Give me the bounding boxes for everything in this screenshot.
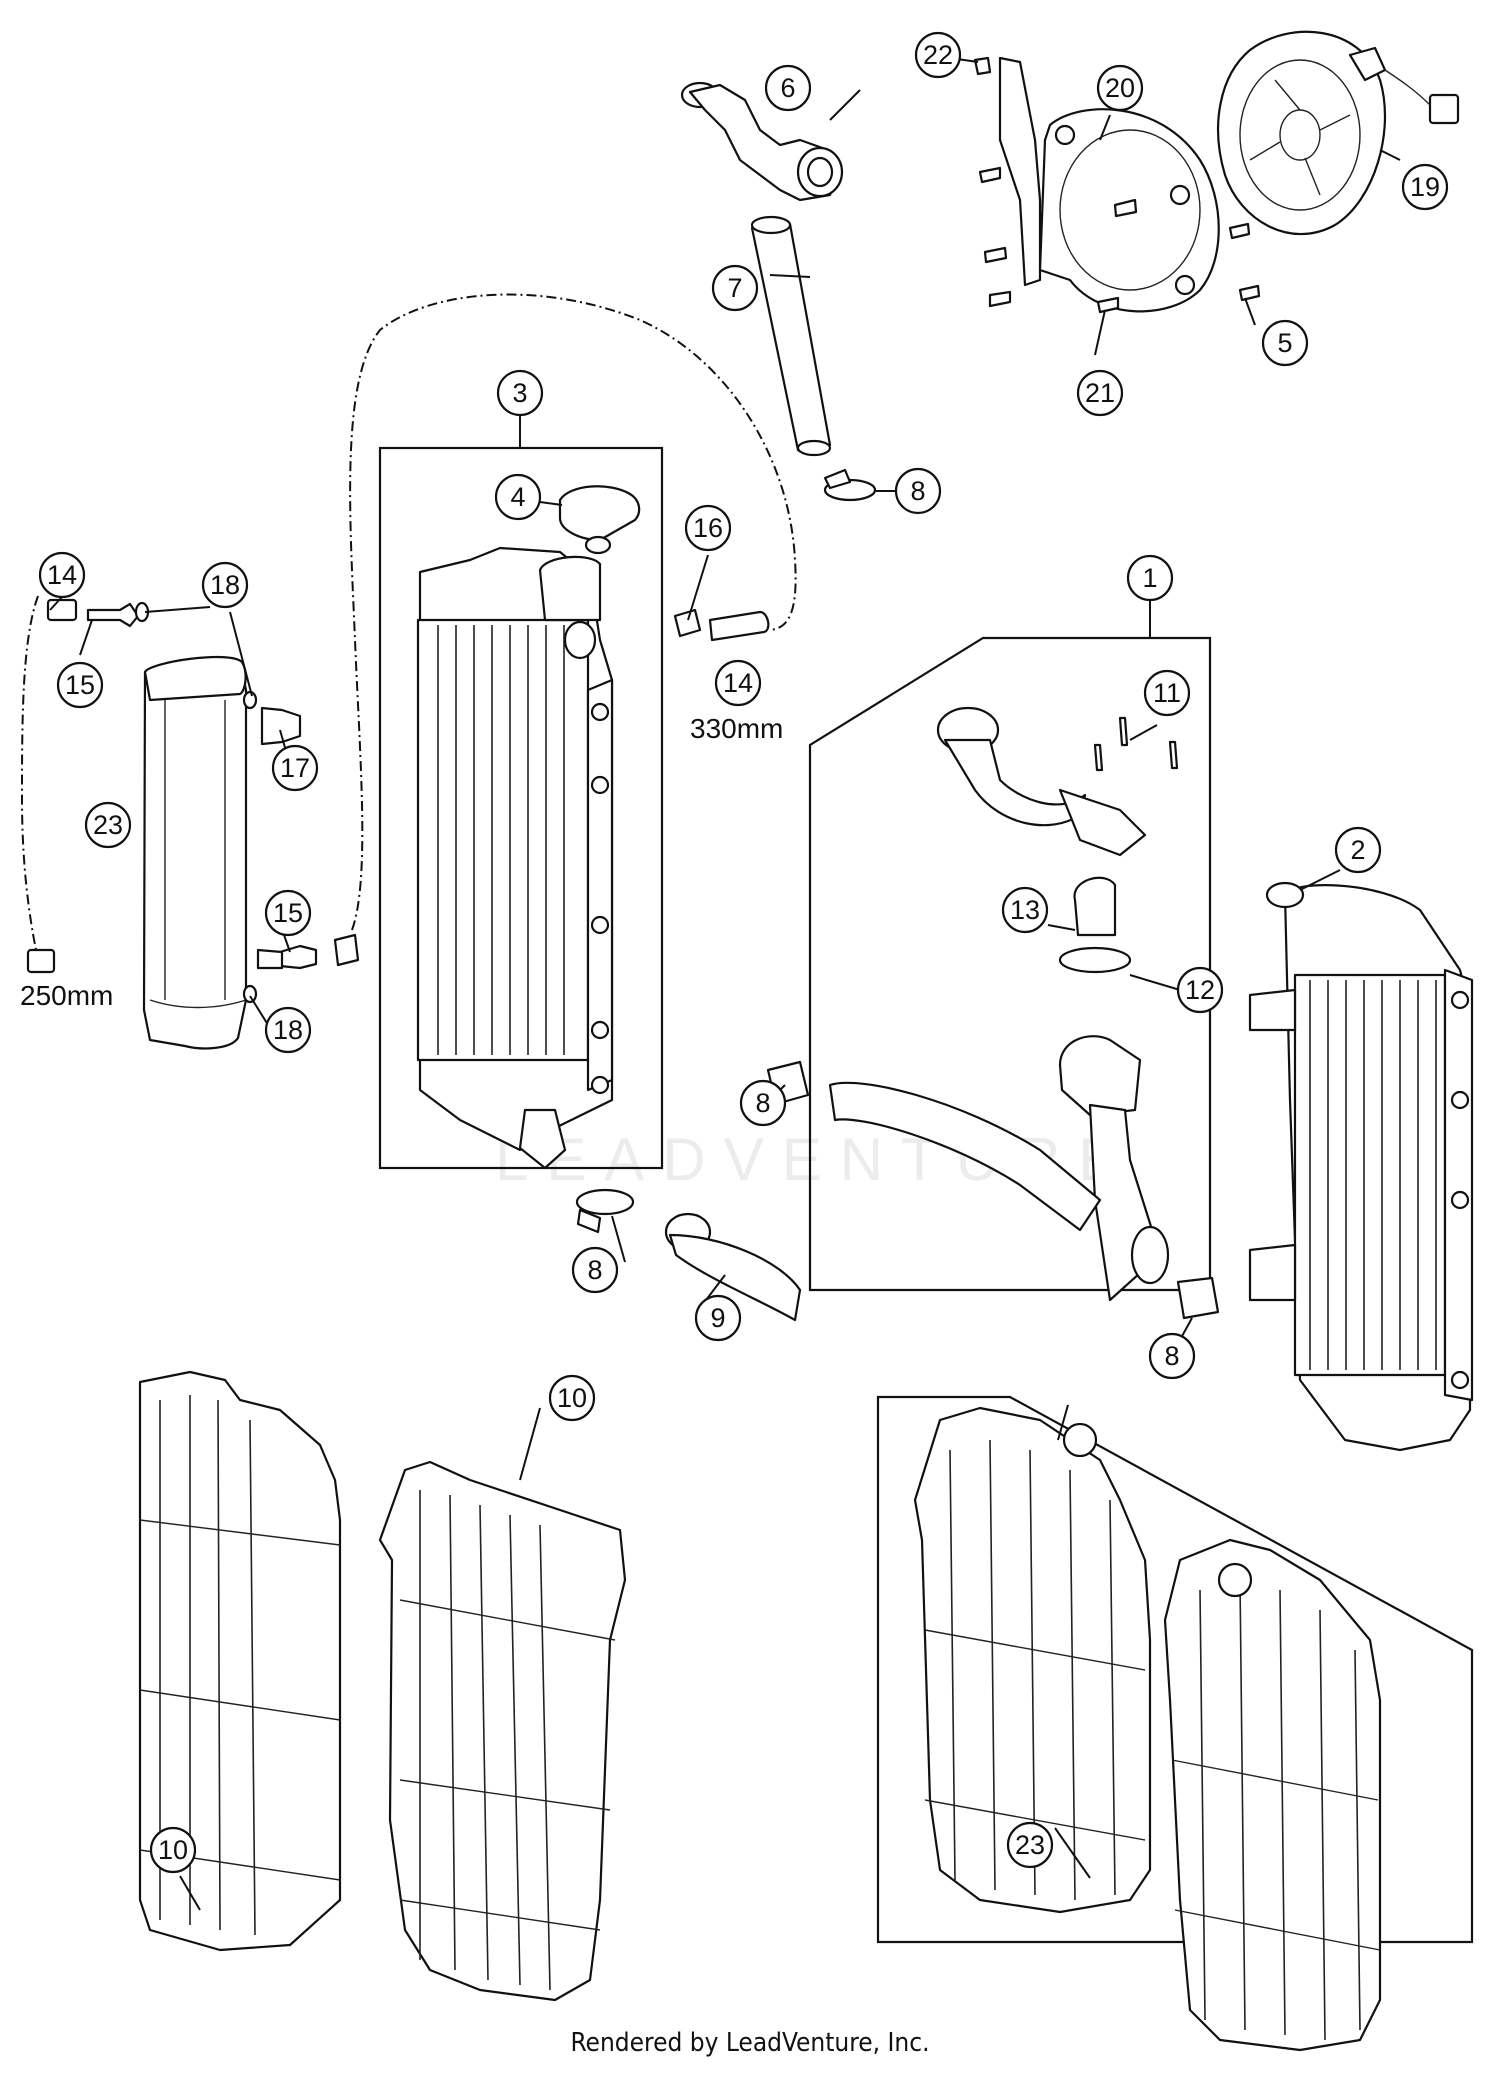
radiator-left-3 [416, 546, 614, 1170]
screws-11 [1093, 716, 1179, 772]
radiator-guard-23-a [913, 1406, 1152, 1914]
callout-8-top: 8 [894, 467, 942, 515]
svg-text:8: 8 [755, 1088, 770, 1118]
svg-text:8: 8 [587, 1255, 602, 1285]
callout-14-left: 14 [38, 551, 86, 599]
svg-text:22: 22 [923, 40, 953, 70]
fittings-left [26, 598, 360, 1004]
radiator-guard-10-right [378, 1460, 627, 2002]
svg-text:8: 8 [1164, 1341, 1179, 1371]
svg-text:16: 16 [693, 513, 723, 543]
callout-23-left: 23 [84, 801, 132, 849]
svg-text:21: 21 [1085, 378, 1115, 408]
callout-18-top: 18 [201, 561, 249, 609]
callout-3: 3 [496, 369, 544, 417]
hose-9 [664, 1212, 802, 1322]
callout-22: 22 [914, 31, 962, 79]
measurement-330mm: 330mm [690, 713, 783, 744]
svg-text:10: 10 [557, 1383, 587, 1413]
svg-text:1: 1 [1142, 563, 1157, 593]
svg-text:4: 4 [510, 482, 525, 512]
measurement-250mm: 250mm [20, 980, 113, 1011]
callout-5: 5 [1261, 319, 1309, 367]
callout-4: 4 [494, 473, 542, 521]
callout-18-bottom: 18 [264, 1006, 312, 1054]
radiator-right-2 [1248, 881, 1474, 1452]
callout-12: 12 [1176, 966, 1224, 1014]
callout-23-right: 23 [1006, 1821, 1054, 1869]
footer-credit: Rendered by LeadVenture, Inc. [570, 2028, 930, 2058]
callout-10-left: 10 [149, 1826, 197, 1874]
svg-text:14: 14 [47, 560, 77, 590]
svg-text:23: 23 [1015, 1830, 1045, 1860]
callout-7: 7 [711, 264, 759, 312]
callout-21: 21 [1076, 369, 1124, 417]
pipe-7 [750, 215, 832, 457]
callout-8-right: 8 [1148, 1332, 1196, 1380]
callout-15-top: 15 [56, 661, 104, 709]
svg-text:23: 23 [93, 810, 123, 840]
svg-text:18: 18 [273, 1015, 303, 1045]
radiator-guard-10-left [138, 1370, 342, 1952]
svg-text:8: 8 [910, 476, 925, 506]
callout-6: 6 [764, 64, 812, 112]
svg-text:2: 2 [1350, 835, 1365, 865]
housing-6 [680, 81, 844, 202]
callout-8-mid: 8 [739, 1079, 787, 1127]
callout-20: 20 [1096, 64, 1144, 112]
svg-text:15: 15 [65, 670, 95, 700]
svg-text:6: 6 [780, 73, 795, 103]
svg-text:11: 11 [1153, 678, 1181, 708]
svg-text:3: 3 [512, 378, 527, 408]
callout-16: 16 [684, 504, 732, 552]
callout-13: 13 [1001, 886, 1049, 934]
svg-text:19: 19 [1410, 172, 1440, 202]
callout-8-lower: 8 [571, 1246, 619, 1294]
callout-2: 2 [1334, 826, 1382, 874]
callout-9: 9 [694, 1294, 742, 1342]
group-box-1 [808, 636, 1212, 1292]
clamp-8-top [823, 468, 877, 502]
svg-text:9: 9 [710, 1303, 725, 1333]
vent-hose-left [20, 595, 39, 951]
callout-11: 11 [1143, 669, 1191, 717]
callout-19: 19 [1401, 163, 1449, 211]
sleeve-8-right [1176, 1276, 1220, 1320]
clamp-8-lower [575, 1188, 635, 1234]
screws [973, 56, 1261, 314]
svg-text:17: 17 [280, 753, 310, 783]
fan-19 [1217, 30, 1460, 236]
svg-text:18: 18 [210, 570, 240, 600]
svg-text:15: 15 [273, 898, 303, 928]
callout-17: 17 [271, 744, 319, 792]
radiator-tank-23 [142, 655, 248, 1050]
callout-15-bottom: 15 [264, 889, 312, 937]
callout-14-right: 14 [714, 659, 762, 707]
svg-text:5: 5 [1277, 328, 1292, 358]
svg-text:13: 13 [1010, 895, 1040, 925]
svg-text:7: 7 [727, 273, 742, 303]
hose-assembly-1 [828, 706, 1170, 1302]
svg-text:10: 10 [158, 1835, 188, 1865]
callout-1: 1 [1126, 554, 1174, 602]
group-box-23 [876, 1395, 1474, 1944]
svg-text:14: 14 [723, 668, 753, 698]
svg-text:12: 12 [1185, 975, 1215, 1005]
callout-10-right: 10 [548, 1374, 596, 1422]
clamp-16 [673, 608, 770, 642]
svg-text:20: 20 [1105, 73, 1135, 103]
radiator-cap-4 [558, 485, 641, 555]
radiator-guard-23-b [1163, 1538, 1382, 2052]
